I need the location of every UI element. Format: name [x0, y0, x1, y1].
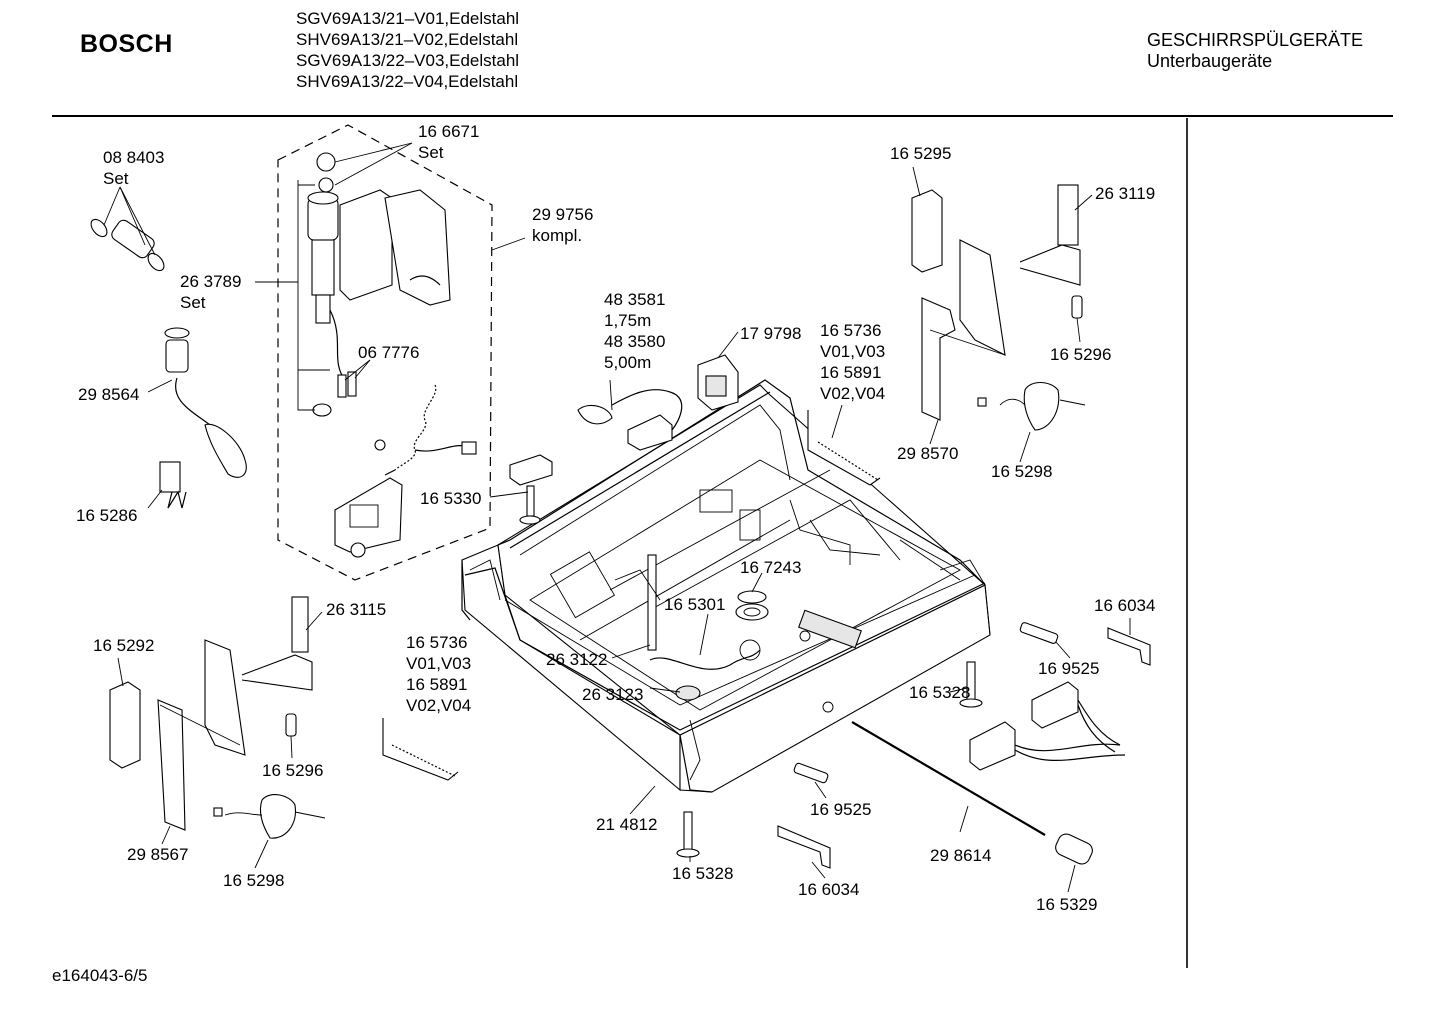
svg-text:V01,V03: V01,V03 — [820, 342, 885, 361]
model-line: SHV69A13/22–V04,Edelstahl — [296, 72, 519, 91]
part-label-166034-lower: 16 6034 — [798, 880, 859, 899]
part-label-169525-upper: 16 9525 — [1038, 659, 1099, 678]
part-label-165296-lower: 16 5296 — [262, 761, 323, 780]
model-line: SGV69A13/22–V03,Edelstahl — [296, 51, 520, 70]
part-label-299756: 29 9756 kompl. — [532, 205, 593, 245]
part-label-166034-upper: 16 6034 — [1094, 596, 1155, 615]
part-label-166671: 16 6671 Set — [418, 122, 479, 162]
category-subtitle: Unterbaugeräte — [1147, 51, 1273, 71]
svg-text:16 5891: 16 5891 — [820, 363, 881, 382]
svg-text:5,00m: 5,00m — [604, 353, 651, 372]
drawing-code: e164043-6/5 — [52, 966, 148, 985]
part-label-088403: 08 8403 Set — [103, 148, 164, 188]
part-label-483581: 48 3581 1,75m 48 3580 5,00m — [604, 290, 665, 372]
part-label-165736-lower: 16 5736 V01,V03 16 5891 V02,V04 — [406, 633, 471, 715]
part-label-263123: 26 3123 — [582, 685, 643, 704]
svg-text:V02,V04: V02,V04 — [406, 696, 471, 715]
svg-text:16 5736: 16 5736 — [820, 321, 881, 340]
category-block: GESCHIRRSPÜLGERÄTE Unterbaugeräte — [1147, 30, 1363, 72]
svg-text:V02,V04: V02,V04 — [820, 384, 885, 403]
model-line: SHV69A13/21–V02,Edelstahl — [296, 30, 519, 49]
part-165329-knob — [1055, 833, 1093, 865]
svg-text:1,75m: 1,75m — [604, 311, 651, 330]
part-298570-bracket — [911, 184, 1086, 431]
part-label-298570: 29 8570 — [897, 444, 958, 463]
part-label-165736-upper: 16 5736 V01,V03 16 5891 V02,V04 — [820, 321, 885, 403]
part-label-263789: 26 3789 Set — [180, 272, 241, 312]
part-165736-lower — [382, 718, 459, 781]
part-165328-screw — [959, 661, 983, 708]
part-label-165292: 16 5292 — [93, 636, 154, 655]
leader-lines — [103, 142, 1131, 893]
part-298564-hose — [164, 327, 247, 478]
part-169525-bolt-lower — [793, 762, 829, 784]
svg-text:V01,V03: V01,V03 — [406, 654, 471, 673]
part-166034-connector — [1107, 627, 1151, 666]
part-label-169525-lower: 16 9525 — [810, 800, 871, 819]
valve-assembly-drawing — [297, 152, 477, 558]
svg-text:48 3580: 48 3580 — [604, 332, 665, 351]
part-label-298567: 29 8567 — [127, 845, 188, 864]
assembly-outline — [277, 124, 493, 581]
part-label-165330: 16 5330 — [420, 489, 481, 508]
part-label-298564: 29 8564 — [78, 385, 139, 404]
part-167243-ring — [735, 590, 769, 621]
model-line: SGV69A13/21–V01,Edelstahl — [296, 9, 520, 28]
svg-text:Set: Set — [180, 293, 206, 312]
part-165330-block — [509, 454, 553, 525]
svg-text:08 8403: 08 8403 — [103, 148, 164, 167]
svg-text:16 5736: 16 5736 — [406, 633, 467, 652]
part-165736-upper — [807, 410, 881, 486]
svg-text:Set: Set — [103, 169, 129, 188]
part-label-165301: 16 5301 — [664, 595, 725, 614]
part-label-179798: 17 9798 — [740, 324, 801, 343]
brand-logo: BOSCH — [80, 30, 173, 58]
svg-text:16 6671: 16 6671 — [418, 122, 479, 141]
svg-text:29 9756: 29 9756 — [532, 205, 593, 224]
svg-text:26 3789: 26 3789 — [180, 272, 241, 291]
part-label-165329: 16 5329 — [1036, 895, 1097, 914]
svg-text:kompl.: kompl. — [532, 226, 582, 245]
model-list: SGV69A13/21–V01,Edelstahl SHV69A13/21–V0… — [296, 8, 519, 92]
part-label-165298-upper: 16 5298 — [991, 462, 1052, 481]
part-263123-disk — [675, 685, 701, 701]
part-165328-screw-lower — [676, 811, 700, 858]
part-088403-set — [90, 218, 165, 272]
wiring-harness-drawing — [969, 681, 1126, 771]
part-label-165286: 16 5286 — [76, 506, 137, 525]
svg-text:48 3581: 48 3581 — [604, 290, 665, 309]
part-label-165296-upper: 16 5296 — [1050, 345, 1111, 364]
part-label-165295: 16 5295 — [890, 144, 951, 163]
part-298614-rod — [851, 721, 1046, 836]
part-label-165328-upper: 16 5328 — [909, 683, 970, 702]
svg-text:Set: Set — [418, 143, 444, 162]
part-298567-bracket — [109, 596, 326, 839]
part-179798-chamber — [697, 354, 739, 411]
part-label-263115: 26 3115 — [326, 600, 386, 619]
category-title: GESCHIRRSPÜLGERÄTE — [1147, 30, 1364, 50]
part-label-214812: 21 4812 — [596, 815, 657, 834]
part-label-165298-lower: 16 5298 — [223, 871, 284, 890]
part-169525-bolt — [1019, 622, 1059, 644]
part-label-067776: 06 7776 — [358, 343, 419, 362]
base-tub-drawing — [461, 379, 991, 793]
part-label-263122: 26 3122 — [546, 650, 607, 669]
part-165301-cable — [649, 649, 761, 670]
part-label-165328-lower: 16 5328 — [672, 864, 733, 883]
svg-text:16 5891: 16 5891 — [406, 675, 467, 694]
part-label-298614: 29 8614 — [930, 846, 991, 865]
part-483581-cable — [577, 389, 683, 451]
part-166034-connector-lower — [777, 825, 831, 869]
part-165286-clip — [159, 461, 187, 509]
part-label-263119: 26 3119 — [1095, 184, 1155, 203]
part-label-167243: 16 7243 — [740, 558, 801, 577]
